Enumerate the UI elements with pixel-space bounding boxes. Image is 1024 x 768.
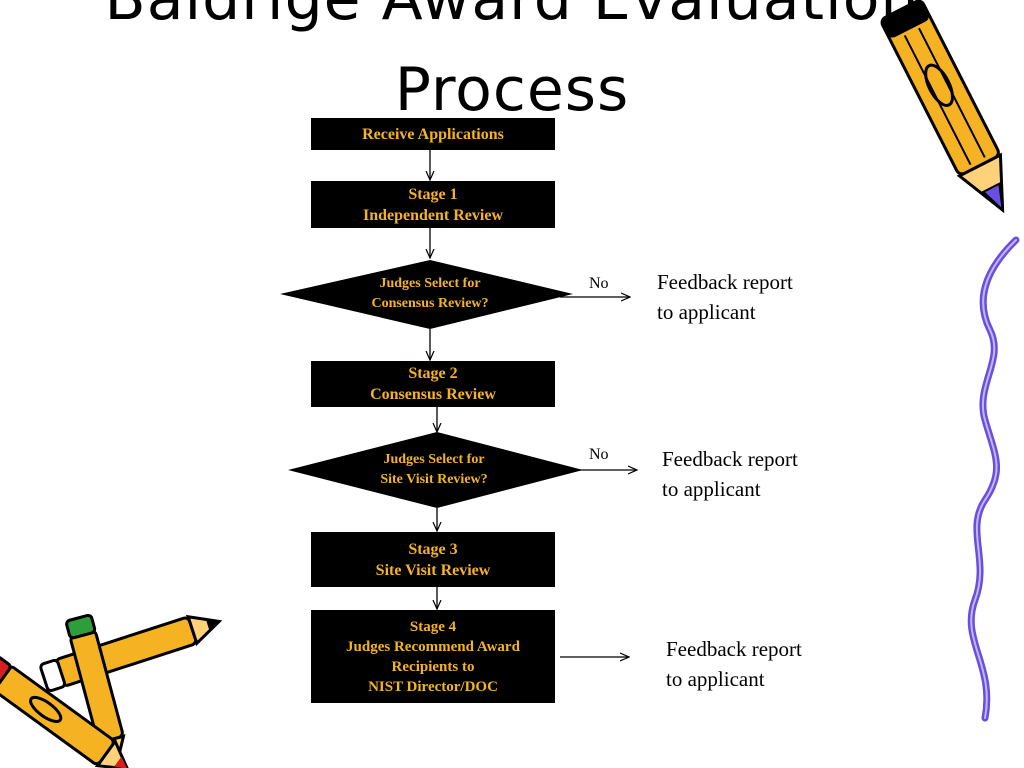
slide-title-line-2: Process xyxy=(394,55,630,125)
wavy-line xyxy=(967,236,1020,722)
decision2-line1: Judges Select for xyxy=(383,452,485,467)
feedback-text-3: Feedback report to applicant xyxy=(666,634,802,694)
stage2-box: Stage 2 Consensus Review xyxy=(311,361,555,407)
stage4-line2: Judges Recommend Award xyxy=(346,638,520,655)
decision-diamond-2 xyxy=(288,432,583,508)
feedback1-line1: Feedback report xyxy=(657,270,793,294)
feedback-text-2: Feedback report to applicant xyxy=(662,444,798,504)
receive-applications-label: Receive Applications xyxy=(362,125,504,143)
decision-diamond-1 xyxy=(280,260,573,329)
no-label-1: No xyxy=(589,275,609,292)
no-label-2: No xyxy=(589,446,609,463)
stage1-box: Stage 1 Independent Review xyxy=(311,181,555,228)
decision1-line1: Judges Select for xyxy=(379,276,481,291)
stage2-description: Consensus Review xyxy=(370,386,496,403)
feedback2-line2: to applicant xyxy=(662,477,761,501)
stage3-title: Stage 3 xyxy=(408,540,458,558)
pencil-icon xyxy=(880,0,1005,214)
feedback-text-1: Feedback report to applicant xyxy=(657,267,793,327)
stage4-box: Stage 4 Judges Recommend Award Recipient… xyxy=(311,610,555,703)
crossed-pencils-icon xyxy=(0,613,223,768)
stage1-title: Stage 1 xyxy=(408,185,458,203)
stage3-description: Site Visit Review xyxy=(375,561,491,579)
feedback3-line1: Feedback report xyxy=(666,637,802,661)
decision1-text: Judges Select for Consensus Review? xyxy=(330,274,530,314)
feedback1-line2: to applicant xyxy=(657,300,756,324)
stage2-title: Stage 2 xyxy=(408,365,458,382)
decision2-text: Judges Select for Site Visit Review? xyxy=(334,450,534,490)
stage4-line3: Recipients to xyxy=(391,658,475,675)
feedback2-line1: Feedback report xyxy=(662,447,798,471)
stage1-description: Independent Review xyxy=(362,206,503,224)
decision2-line2: Site Visit Review? xyxy=(380,472,488,487)
slide-title-line-1: Baldrige Award Evaluation xyxy=(0,0,1024,32)
stage3-box: Stage 3 Site Visit Review xyxy=(311,532,555,587)
receive-applications-box: Receive Applications xyxy=(311,118,555,150)
feedback3-line2: to applicant xyxy=(666,667,765,691)
stage4-title: Stage 4 xyxy=(409,618,457,635)
stage4-line4: NIST Director/DOC xyxy=(368,678,498,695)
decision1-line2: Consensus Review? xyxy=(371,296,489,311)
